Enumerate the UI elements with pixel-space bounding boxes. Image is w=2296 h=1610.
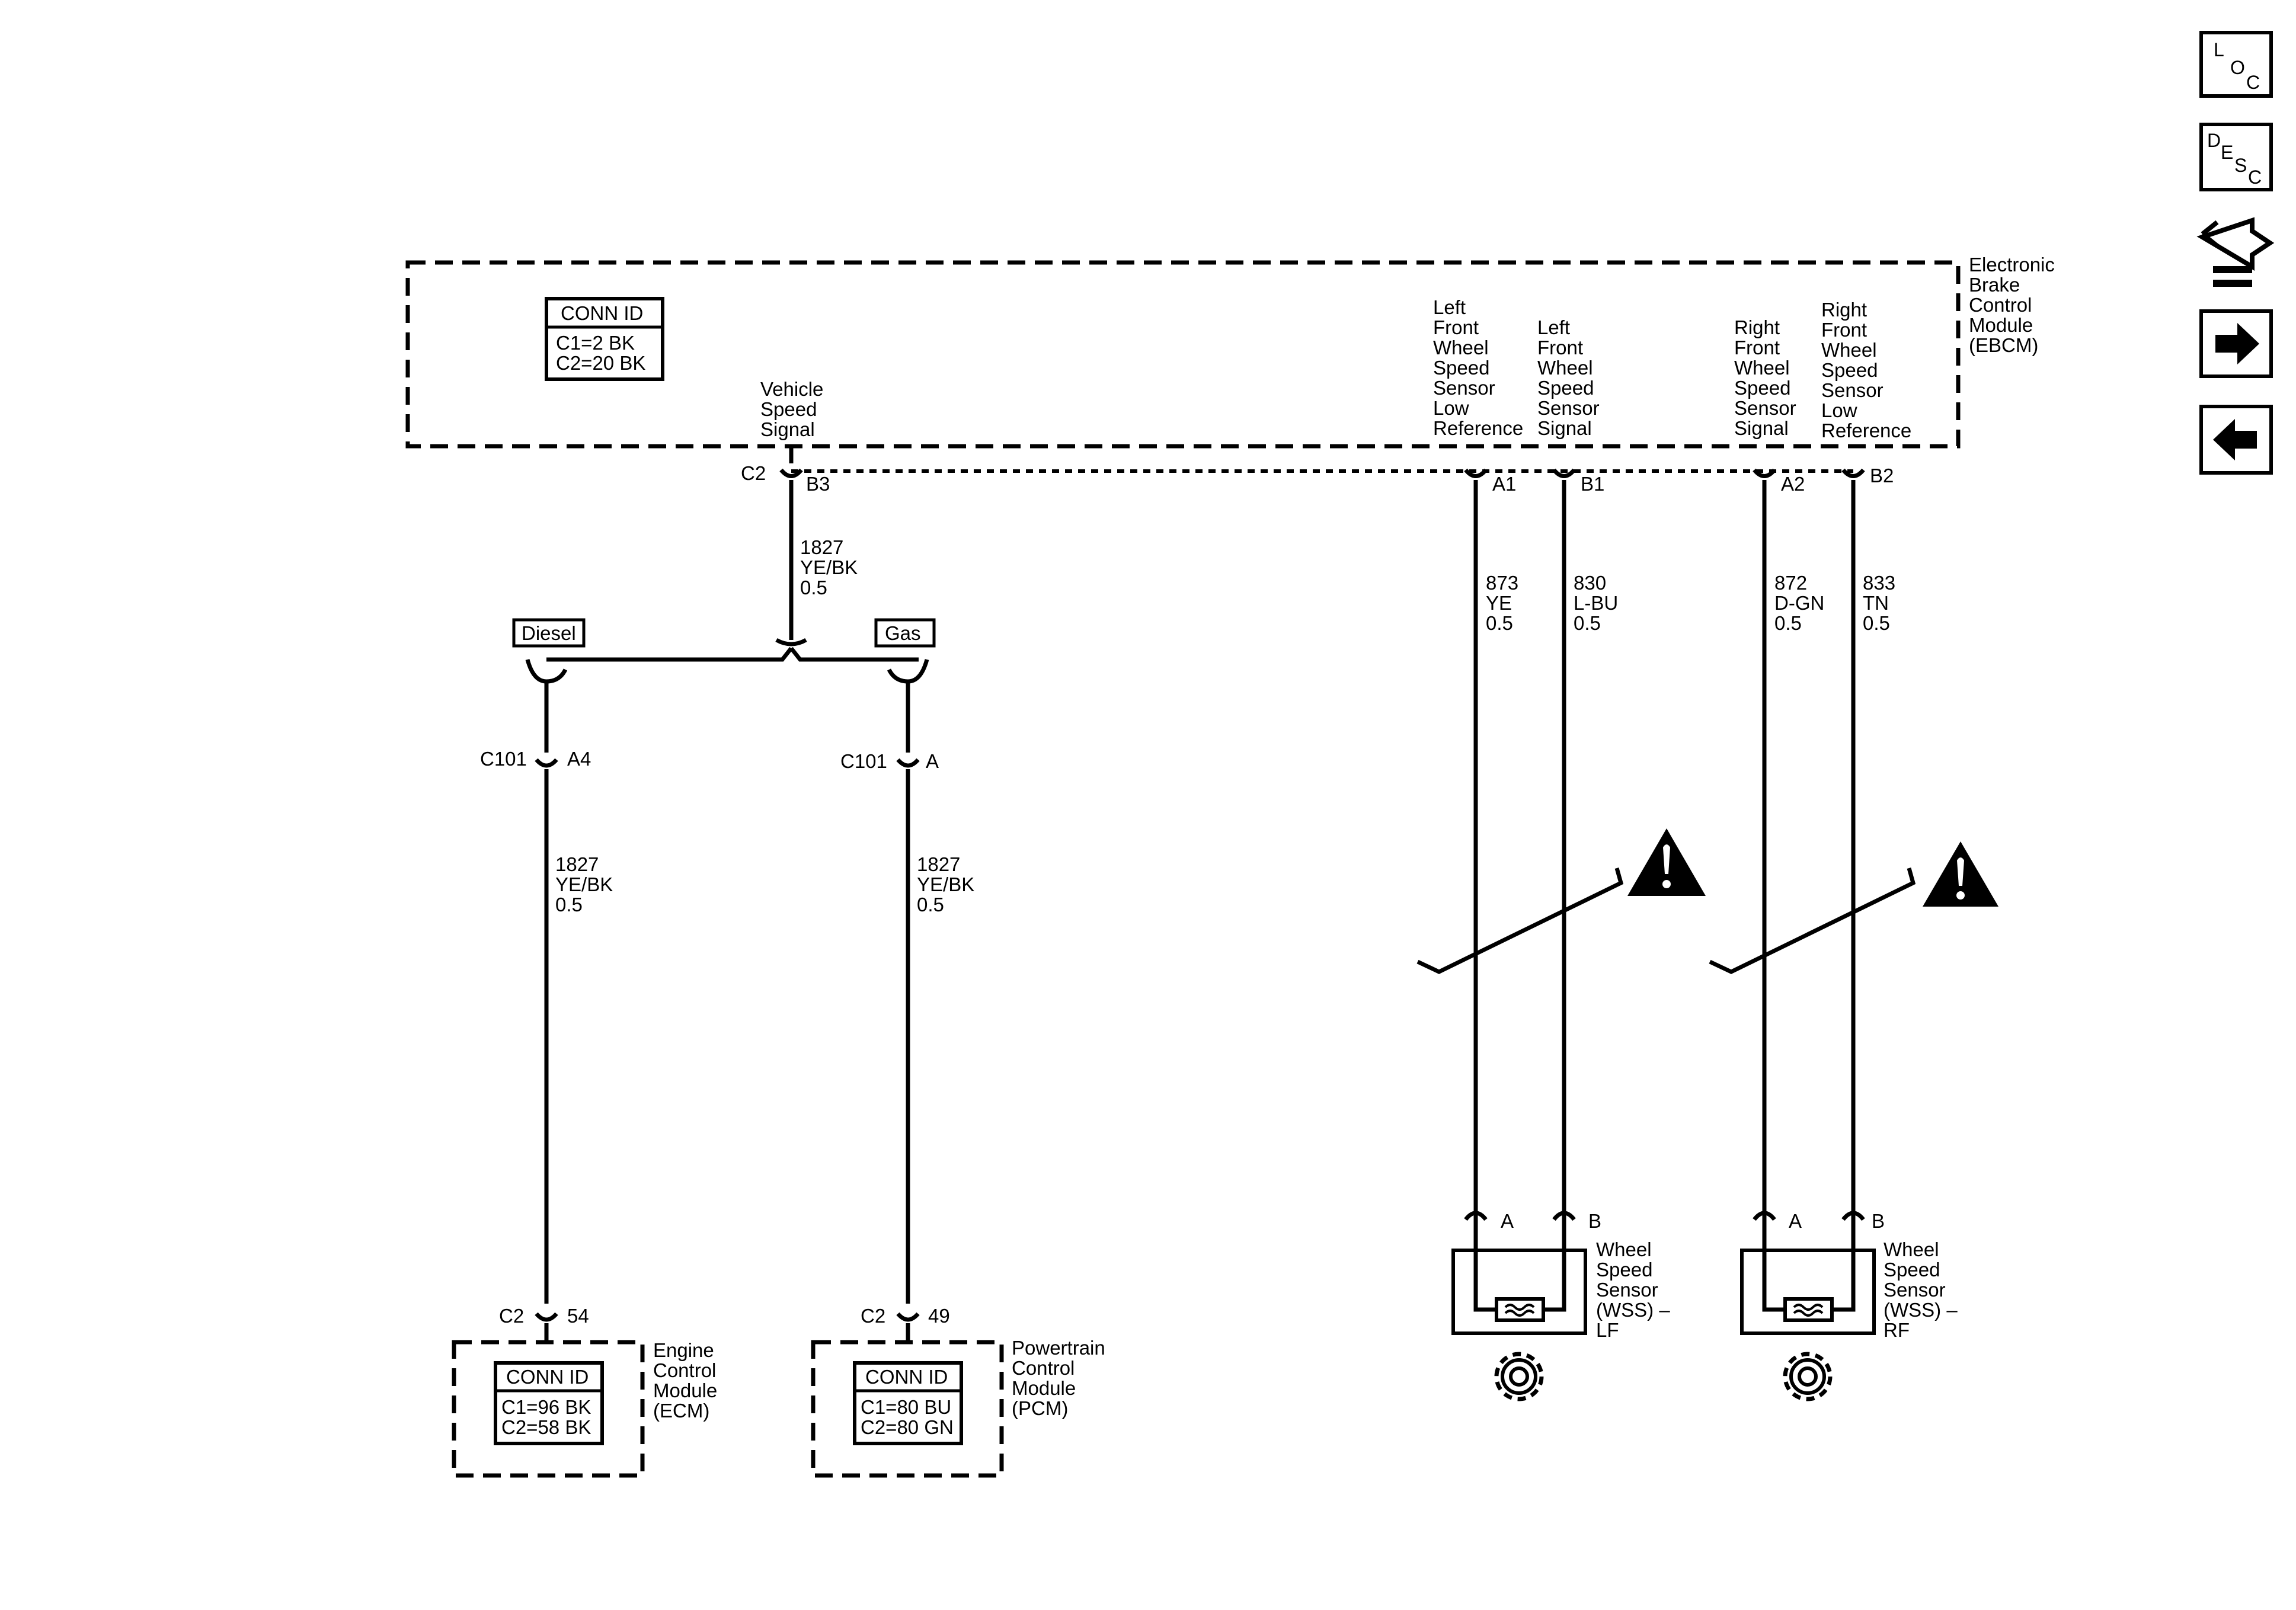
gas-branch-hook bbox=[887, 659, 929, 684]
next-button[interactable] bbox=[2199, 309, 2273, 378]
pin-b3: C2 B3 bbox=[741, 446, 830, 495]
pcm-module: CONN ID C1=80 BU C2=80 GN Powertrain Con… bbox=[811, 1337, 1111, 1478]
pcm-conn-c1: C1=80 BU bbox=[861, 1396, 951, 1418]
wire-873-label: 873 YE 0.5 bbox=[1486, 572, 1524, 634]
option-diesel: Diesel bbox=[512, 618, 586, 648]
loc-letter-o: O bbox=[2230, 57, 2245, 78]
diesel-branch-hook bbox=[525, 659, 568, 684]
ecm-name: Engine Control Module (ECM) bbox=[653, 1339, 722, 1422]
ebcm-module: Electronic Brake Control Module (EBCM) C… bbox=[405, 254, 2060, 449]
pcm-name: Powertrain Control Module (PCM) bbox=[1012, 1337, 1111, 1419]
wss-rf-pin-b: B bbox=[1872, 1210, 1885, 1232]
lf-signal-label: Left Front Wheel Speed Sensor Signal bbox=[1537, 316, 1605, 439]
pin-b1: B1 bbox=[1552, 468, 1604, 495]
wss-rf-pin-a: A bbox=[1789, 1210, 1802, 1232]
ebcm-conn-id: CONN ID C1=2 BK C2=20 BK bbox=[545, 297, 664, 381]
svg-text:C2: C2 bbox=[499, 1305, 524, 1327]
wss-rf-name: Wheel Speed Sensor (WSS) – RF bbox=[1884, 1238, 1963, 1341]
arrow-left-icon bbox=[2213, 419, 2257, 460]
pin-a2: A2 bbox=[1753, 468, 1805, 495]
lf-caution-icon bbox=[1627, 828, 1706, 896]
wss-lf-name: Wheel Speed Sensor (WSS) – LF bbox=[1596, 1238, 1675, 1341]
pcm-conn-c2: C2=80 GN bbox=[861, 1416, 954, 1438]
ecm-conn-title: CONN ID bbox=[506, 1366, 589, 1388]
svg-text:C2: C2 bbox=[741, 462, 766, 484]
svg-text:49: 49 bbox=[928, 1305, 950, 1327]
rf-low-ref-label: Right Front Wheel Speed Sensor Low Refer… bbox=[1821, 299, 1911, 441]
svg-text:54: 54 bbox=[567, 1305, 589, 1327]
svg-text:C101: C101 bbox=[840, 750, 887, 772]
svg-text:Diesel: Diesel bbox=[522, 622, 576, 644]
vss-label: Vehicle Speed Signal bbox=[760, 378, 829, 440]
back-button[interactable] bbox=[2199, 405, 2273, 475]
lf-gear-icon bbox=[1494, 1352, 1544, 1401]
wss-lf-pin-b: B bbox=[1588, 1210, 1601, 1232]
arrow-right-icon bbox=[2215, 323, 2259, 364]
svg-text:C2: C2 bbox=[861, 1305, 885, 1327]
wss-lf-pin-a: A bbox=[1501, 1210, 1514, 1232]
loc-button[interactable]: L O C bbox=[2199, 31, 2273, 98]
desc-letter-c: C bbox=[2248, 167, 2262, 188]
wire-833-label: 833 TN 0.5 bbox=[1863, 572, 1901, 634]
pin-c101-a4: C101 A4 bbox=[480, 748, 591, 770]
wss-lf-sensor: A B Wheel Speed Sensor (WSS) – LF bbox=[1451, 1210, 1675, 1401]
svg-text:A: A bbox=[926, 750, 939, 772]
lf-twisted-pair-indicator bbox=[1416, 868, 1624, 974]
wire-1827-pcm-label: 1827 YE/BK 0.5 bbox=[917, 853, 980, 916]
connector-tool-icon bbox=[2196, 217, 2275, 287]
rf-signal-label: Right Front Wheel Speed Sensor Signal bbox=[1734, 316, 1802, 439]
lf-low-ref-label: Left Front Wheel Speed Sensor Low Refere… bbox=[1433, 296, 1523, 439]
wss-rf-sensor: A B Wheel Speed Sensor (WSS) – RF bbox=[1740, 1210, 1963, 1401]
wire-830-label: 830 L-BU 0.5 bbox=[1574, 572, 1623, 634]
loc-letter-c: C bbox=[2246, 72, 2260, 93]
svg-text:CONN ID: CONN ID bbox=[561, 302, 643, 324]
rf-gear-icon bbox=[1783, 1352, 1833, 1401]
option-gas: Gas bbox=[874, 618, 936, 648]
svg-text:Gas: Gas bbox=[885, 622, 921, 644]
ebcm-name: Electronic Brake Control Module (EBCM) bbox=[1969, 254, 2060, 356]
ecm-conn-c1: C1=96 BK bbox=[501, 1396, 591, 1418]
svg-text:B3: B3 bbox=[806, 473, 830, 495]
pin-ecm-c2-54: C2 54 bbox=[499, 1305, 589, 1327]
svg-text:A1: A1 bbox=[1492, 473, 1516, 495]
pin-c101-a: C101 A bbox=[840, 750, 939, 772]
ecm-module: CONN ID C1=96 BK C2=58 BK Engine Control… bbox=[452, 1339, 722, 1478]
wire-872-label: 872 D-GN 0.5 bbox=[1774, 572, 1830, 634]
desc-letter-e: E bbox=[2221, 142, 2233, 163]
wire-1827-top-label: 1827 YE/BK 0.5 bbox=[800, 536, 863, 598]
ecm-conn-c2: C2=58 BK bbox=[501, 1416, 591, 1438]
rf-caution-icon bbox=[1923, 841, 1998, 907]
rf-twisted-pair-indicator bbox=[1709, 868, 1916, 974]
option-split-bracket bbox=[546, 638, 919, 662]
pin-b2: B2 bbox=[1841, 465, 1894, 486]
desc-button[interactable]: D E S C bbox=[2199, 123, 2273, 191]
svg-text:A4: A4 bbox=[567, 748, 591, 770]
svg-text:A2: A2 bbox=[1781, 473, 1805, 495]
svg-text:C101: C101 bbox=[480, 748, 527, 770]
wire-1827-ecm-label: 1827 YE/BK 0.5 bbox=[555, 853, 618, 916]
desc-letter-d: D bbox=[2207, 130, 2221, 151]
loc-letter-l: L bbox=[2214, 39, 2224, 60]
svg-text:B1: B1 bbox=[1581, 473, 1604, 495]
svg-text:C2=20 BK: C2=20 BK bbox=[556, 352, 645, 374]
desc-letter-s: S bbox=[2234, 155, 2247, 176]
pcm-conn-title: CONN ID bbox=[865, 1366, 948, 1388]
svg-text:C1=2 BK: C1=2 BK bbox=[556, 332, 635, 354]
pin-pcm-c2-49: C2 49 bbox=[861, 1305, 950, 1327]
svg-text:B2: B2 bbox=[1870, 465, 1894, 486]
connector-tool-button[interactable] bbox=[2196, 217, 2275, 287]
pin-a1: A1 bbox=[1464, 468, 1516, 495]
